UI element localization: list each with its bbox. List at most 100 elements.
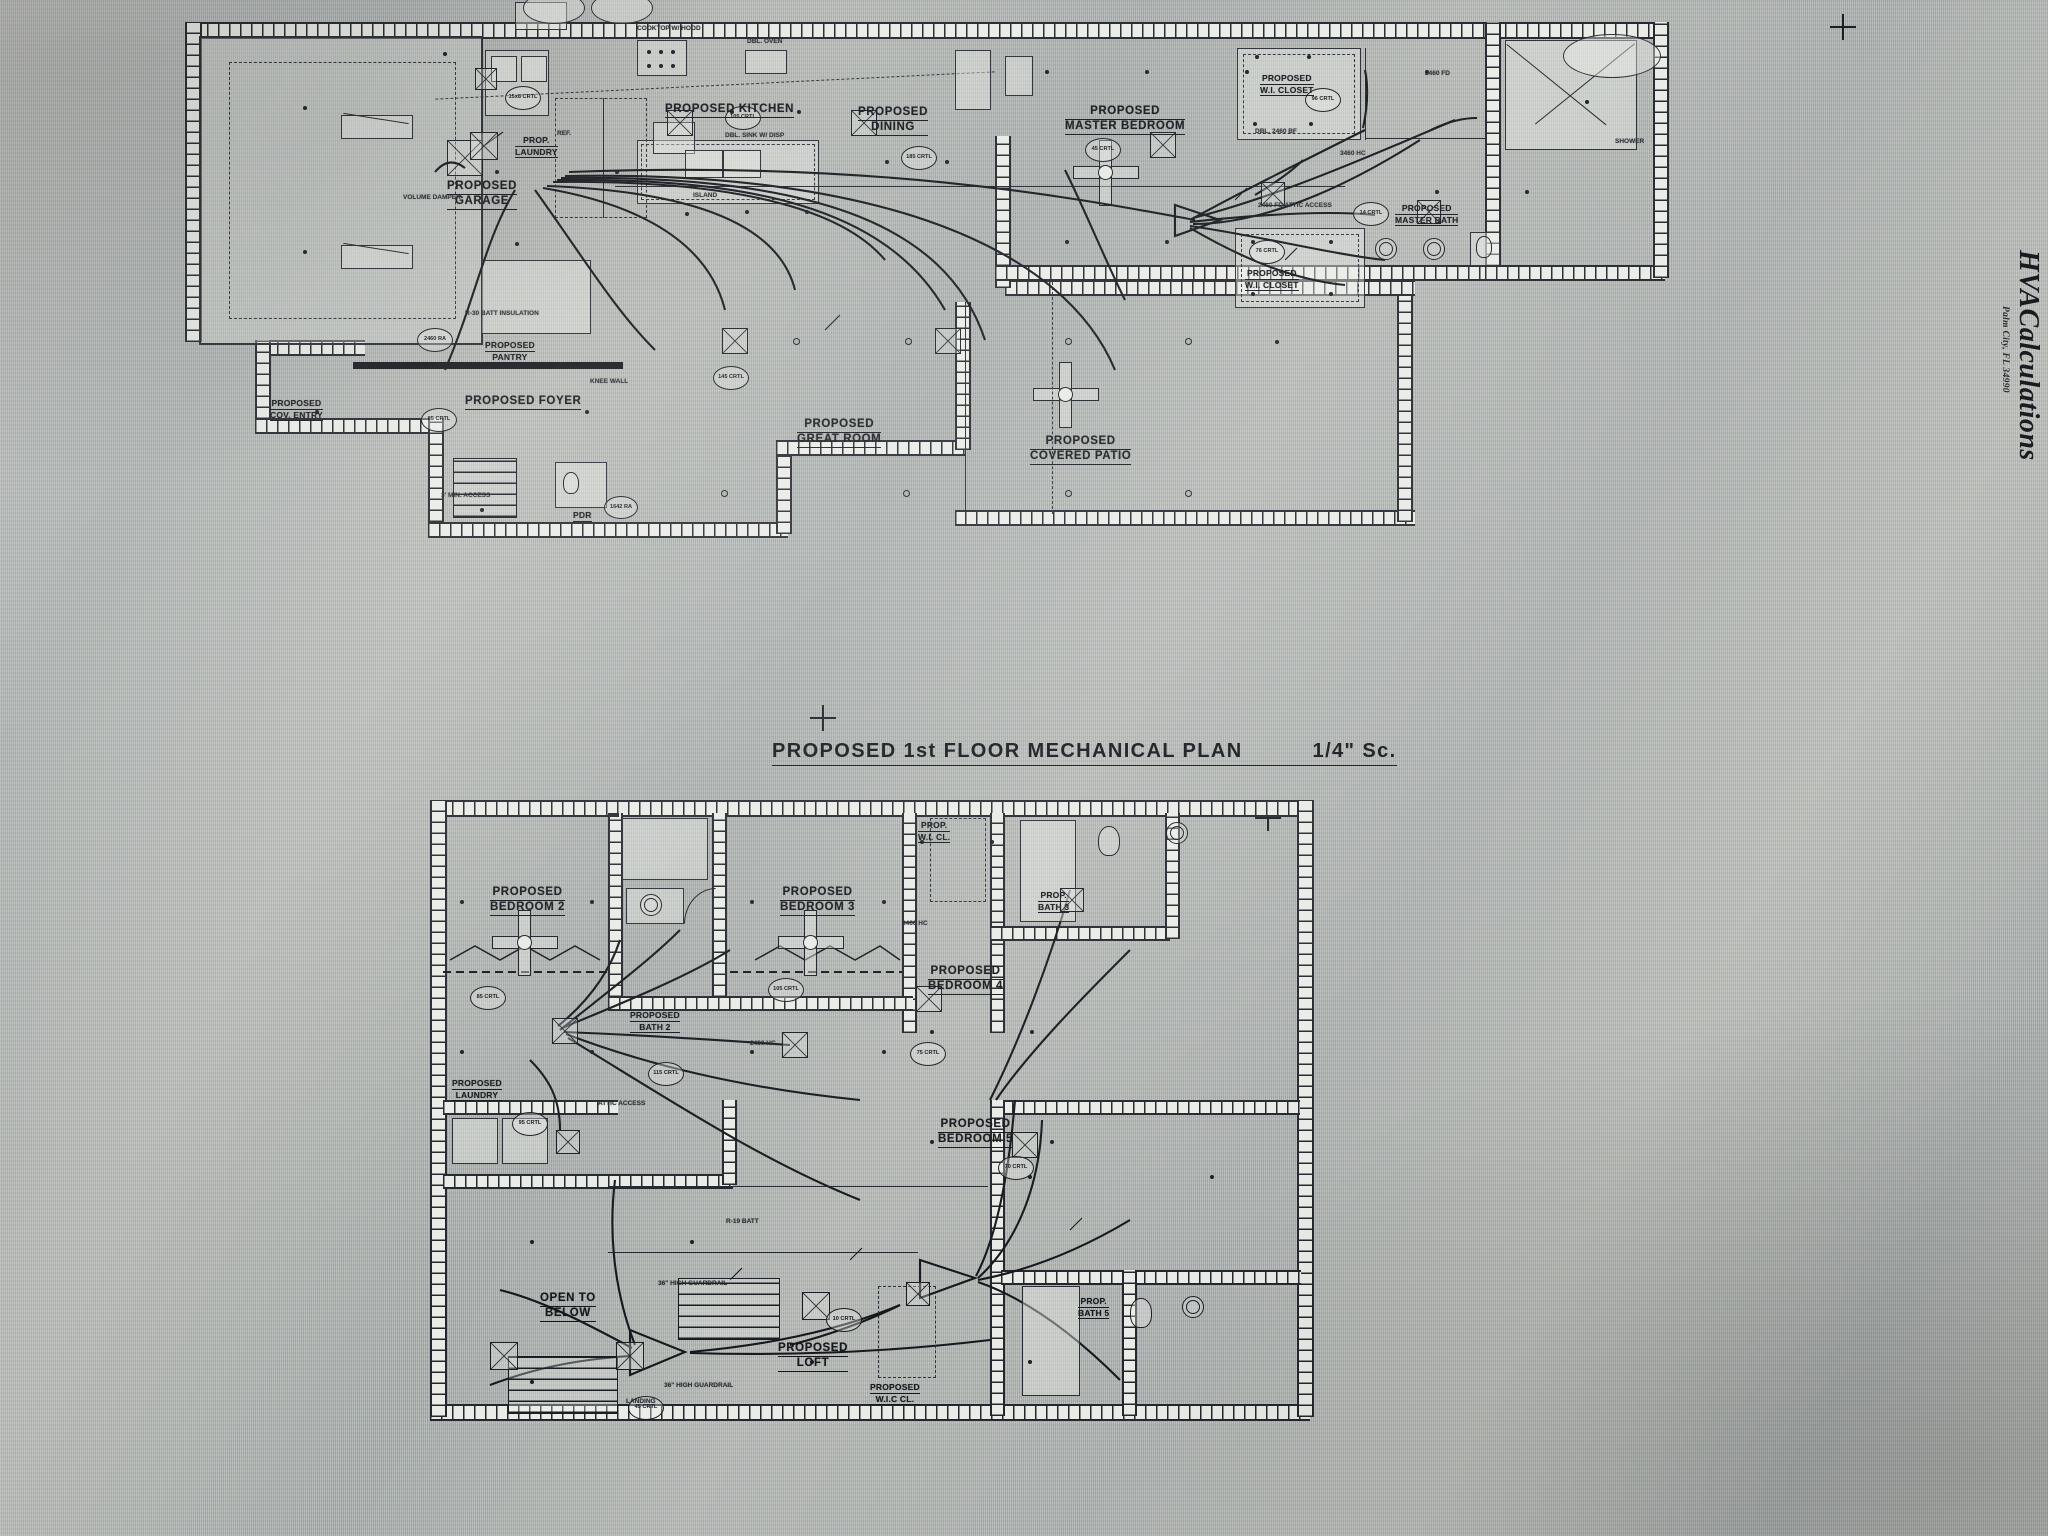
bath2-shower: [622, 818, 708, 880]
wall-patio-bottom: [965, 510, 1415, 526]
stairs-floor2-upper: [678, 1278, 780, 1340]
room-label-bath2: PROPOSED BATH 2: [630, 1010, 680, 1034]
pantry-outline: [481, 260, 591, 334]
room-label-bedroom2: PROPOSED BEDROOM 2: [490, 886, 566, 917]
garage-door-1: [341, 115, 413, 139]
kitchen-wall-line: [603, 98, 604, 218]
cfm-tag: 10 CRTL: [826, 1308, 862, 1332]
cfm-tag: 145 CRTL: [713, 366, 749, 390]
diffuser-masterbath: [1417, 200, 1441, 224]
p-bath5-top: [1001, 1270, 1301, 1285]
p-laundry-right: [722, 1100, 737, 1185]
note-min-access: 3' MIN. ACCESS: [441, 492, 491, 499]
diffuser-master: [1150, 132, 1176, 158]
stairs-floor2-lower: [508, 1356, 618, 1414]
note-volume-damper: VOLUME DAMPER: [403, 194, 461, 201]
note-cooktop-hood: COOKTOP W/ HOOD: [637, 25, 701, 32]
pdr-toilet: [563, 472, 579, 494]
diffuser-laundry-f2: [556, 1130, 580, 1154]
diffuser-kitchen: [667, 110, 693, 136]
cfm-value: 85 CRTL: [427, 416, 451, 423]
note-r19-batt: R-19 BATT: [726, 1218, 759, 1225]
room-label-laundry-f2: PROPOSED LAUNDRY: [452, 1078, 502, 1102]
cfm-tag: 96 CRTL: [1305, 88, 1341, 112]
cfm-value: 76 CRTL: [1255, 248, 1279, 255]
floor1-plan-title: PROPOSED 1st FLOOR MECHANICAL PLAN 1/4" …: [772, 740, 1397, 766]
return-air-1: [955, 50, 991, 110]
cfm-tag: 1642 RA: [604, 496, 638, 519]
guardrail-line-1: [608, 1252, 918, 1253]
dryer: [521, 56, 547, 82]
wall-entry-bottom: [255, 418, 440, 434]
ceiling-fan-bedroom3: [778, 910, 844, 976]
diffuser-bed5: [1012, 1132, 1038, 1158]
second-floor-plan: 85 CRTL 105 CRTL 115 CRTL 95 CRTL 45 CRT…: [430, 800, 1314, 1421]
p-hall-right: [990, 813, 1005, 1033]
p-bath3-right: [1165, 813, 1180, 939]
note-2460-fd: 2460 FD: [1425, 70, 1450, 77]
laundry-washer-f2: [452, 1118, 498, 1164]
note-shower: SHOWER: [1615, 138, 1645, 145]
shear-wall: [353, 362, 623, 369]
note-attic-access: 2460 FD ATTIC ACCESS: [1258, 202, 1332, 209]
cfm-value: 45 CRTL: [1091, 146, 1115, 153]
cfm-value: 14 CRTL: [1359, 210, 1383, 217]
note-knee-wall: KNEE WALL: [590, 378, 629, 385]
spacer: [608, 813, 619, 817]
bath2-door-swing: [684, 888, 716, 924]
room-label-bedroom4: PROPOSED BEDROOM 4: [928, 965, 1004, 996]
company-name: HVACalculations: [2013, 250, 2044, 461]
cfm-tag: 95 CRTL: [512, 1112, 548, 1136]
room-label-loft: PROPOSED LOFT: [778, 1342, 848, 1373]
room-label-wic-cl: PROPOSED W.I.C CL.: [870, 1382, 920, 1406]
room-label-garage: PROPOSED GARAGE: [447, 180, 517, 211]
wall-master-right: [1485, 22, 1501, 277]
registration-cross-center: [1255, 805, 1281, 831]
diffuser-bath3: [1060, 888, 1084, 912]
room-label-dining: PROPOSED DINING: [858, 106, 928, 137]
exterior-wall-right: [1653, 22, 1669, 278]
room-label-bath5: PROP. BATH 5: [1078, 1296, 1110, 1320]
bath5-tub: [1022, 1286, 1080, 1396]
patio-edge-dash: [1052, 282, 1053, 514]
sink-right: [723, 150, 761, 178]
room-label-kitchen: PROPOSED KITCHEN: [665, 103, 795, 119]
bath5-toilet: [1130, 1298, 1152, 1328]
wall-patio-right: [1397, 290, 1413, 522]
diffuser-bed3: [782, 1032, 808, 1058]
closet-div-2: [1365, 138, 1485, 139]
cfm-value: 145 CRTL: [718, 374, 744, 381]
cfm-value: 2460 RA: [423, 336, 447, 343]
diffuser-open-below-1: [490, 1342, 518, 1370]
room-label-pantry: PROPOSED PANTRY: [485, 340, 535, 364]
room-label-cov-entry: PROPOSED COV. ENTRY: [270, 398, 323, 422]
master-tub: [1563, 34, 1661, 78]
room-label-covered-patio: PROPOSED COVERED PATIO: [1030, 435, 1132, 466]
ceiling-fan-patio: [1033, 362, 1099, 428]
room-label-open-to-below: OPEN TO BELOW: [540, 1292, 596, 1323]
cfm-tag: 115 CRTL: [648, 1062, 684, 1086]
cfm-tag: 85 CRTL: [470, 986, 506, 1010]
cfm-tag: 14 CRTL: [1353, 202, 1389, 226]
bath2-sink: [640, 894, 662, 916]
bath5-sink: [1182, 1296, 1204, 1318]
dbl-oven: [745, 50, 787, 74]
branding-block: HVACalculations Palm City, FL 34990: [2000, 250, 2044, 461]
bath3-sink: [1166, 822, 1188, 844]
diffuser-loft: [802, 1292, 830, 1320]
cfm-tag: 85 CRTL: [421, 408, 457, 432]
wall-foyer-left: [428, 418, 444, 533]
room-label-bedroom3: PROPOSED BEDROOM 3: [780, 886, 856, 917]
note-guardrail-2: 36" HIGH GUARDRAIL: [664, 1382, 734, 1389]
note-dbl-oven: DBL. OVEN: [747, 38, 783, 45]
guardrail-line-2: [608, 1186, 988, 1187]
title-text: PROPOSED 1st FLOOR MECHANICAL PLAN: [772, 740, 1243, 762]
cfm-value: 1642 RA: [609, 503, 633, 510]
cfm-tag: 76 CRTL: [1249, 240, 1285, 264]
room-label-laundry: PROP. LAUNDRY: [515, 135, 558, 159]
wall-great-room-left: [955, 302, 971, 450]
note-dbl-sink: DBL. SINK W/ DISP: [725, 132, 785, 139]
room-label-bedroom5: PROPOSED BEDROOM 5: [938, 1118, 1014, 1149]
note-guardrail-1: 36" HIGH GUARDRAIL: [658, 1280, 728, 1287]
